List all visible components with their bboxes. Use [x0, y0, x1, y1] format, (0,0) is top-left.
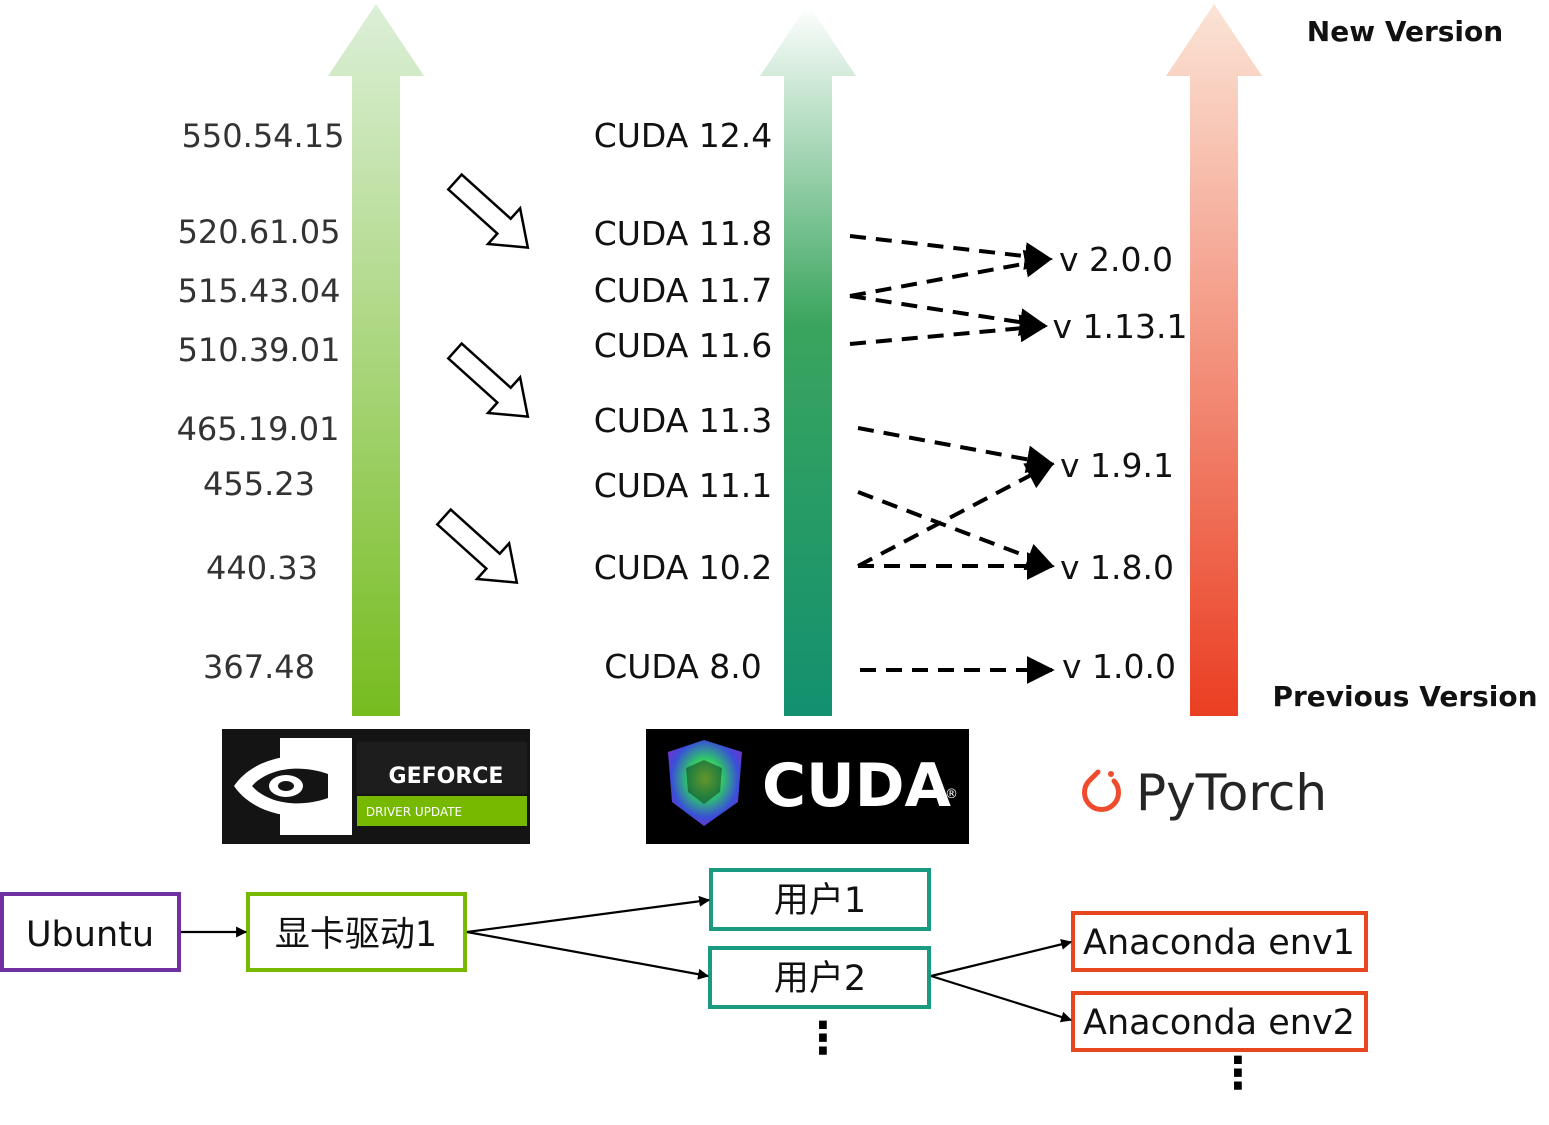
pytorch-version-list: v 2.0.0 v 1.13.1 v 1.9.1 v 1.8.0 v 1.0.0 [1053, 240, 1188, 686]
user-box [709, 868, 931, 931]
driver-version-label: 510.39.01 [178, 331, 341, 369]
driver-version-label: 520.61.05 [178, 213, 341, 251]
pytorch-version-arrow [1166, 4, 1262, 716]
compat-link-arrow [849, 249, 1053, 298]
user-to-env-arrow [930, 938, 1073, 978]
driver-version-label: 550.54.15 [182, 117, 345, 155]
cuda-version-label: CUDA 11.6 [594, 326, 773, 365]
driver-version-label: 455.23 [203, 465, 315, 503]
driver-version-list: 550.54.15 520.61.05 515.43.04 510.39.01 … [177, 117, 345, 686]
driver-version-label: 440.33 [206, 549, 318, 587]
pytorch-brand-text: PyTorch [1136, 764, 1327, 822]
driver-version-label: 367.48 [203, 648, 315, 686]
compat-link-arrow [849, 234, 1053, 271]
user-to-env-arrow [930, 974, 1073, 1023]
pytorch-version-label: v 2.0.0 [1059, 240, 1173, 279]
driver-support-arrow [446, 341, 530, 418]
compat-link-arrow [857, 462, 1055, 568]
cuda-version-list: CUDA 12.4 CUDA 11.8 CUDA 11.7 CUDA 11.6 … [594, 116, 773, 686]
new-version-label: New Version [1307, 15, 1503, 48]
cuda-version-label: CUDA 12.4 [594, 116, 773, 155]
compatibility-links [849, 234, 1055, 684]
compat-link-arrow [849, 294, 1048, 337]
cuda-version-arrow [760, 4, 856, 716]
cuda-brand-text: CUDA [762, 751, 952, 821]
driver-version-arrow [328, 4, 424, 716]
more-envs-ellipsis: ⋮ [1216, 1048, 1260, 1099]
driver-version-label: 515.43.04 [178, 272, 341, 310]
ubuntu-box [0, 892, 181, 972]
conda-env-label: Anaconda env2 [1083, 1003, 1355, 1043]
driver-to-user-arrow [466, 895, 711, 934]
cuda-version-label: CUDA 11.8 [594, 214, 773, 253]
user-label: 用户1 [774, 881, 866, 921]
more-users-ellipsis: ⋮ [801, 1013, 845, 1064]
ubuntu-label: Ubuntu [26, 915, 154, 955]
driver-support-arrow [446, 172, 530, 249]
gpu-driver-label: 显卡驱动1 [275, 915, 437, 955]
pytorch-version-label: v 1.13.1 [1053, 307, 1188, 346]
cuda-version-label: CUDA 11.1 [594, 466, 773, 505]
previous-version-label: Previous Version [1272, 680, 1537, 713]
gpu-driver-box [246, 892, 467, 972]
pytorch-version-label: v 1.9.1 [1060, 446, 1174, 485]
registered-mark: ® [945, 787, 958, 802]
conda-env-box [1071, 911, 1368, 972]
cuda-version-label: CUDA 10.2 [594, 548, 773, 587]
conda-env-box [1071, 991, 1368, 1052]
driver-update-text: DRIVER UPDATE [366, 805, 462, 819]
pytorch-flame-icon [1082, 769, 1121, 812]
compat-link-arrow [849, 314, 1048, 346]
pytorch-logo: PyTorch [1082, 764, 1327, 822]
compat-link-arrow [857, 426, 1055, 474]
geforce-driver-logo: GEFORCE DRIVER UPDATE [222, 729, 530, 844]
driver-support-arrow [435, 507, 519, 584]
user-label: 用户2 [774, 959, 866, 999]
compat-link-arrow [857, 490, 1055, 571]
driver-version-label: 465.19.01 [177, 410, 340, 448]
cuda-version-label: CUDA 11.3 [594, 401, 773, 440]
pytorch-version-label: v 1.0.0 [1062, 647, 1176, 686]
user-box [708, 946, 931, 1009]
cuda-logo: CUDA ® [646, 729, 969, 844]
cuda-cube-icon [668, 740, 742, 826]
driver-to-user-arrow [466, 930, 710, 980]
nvidia-eye-icon [234, 755, 352, 817]
conda-env-label: Anaconda env1 [1083, 923, 1355, 963]
geforce-brand-text: GEFORCE [389, 764, 504, 789]
pytorch-version-label: v 1.8.0 [1060, 548, 1174, 587]
cuda-version-label: CUDA 11.7 [594, 271, 773, 310]
cuda-version-label: CUDA 8.0 [604, 647, 762, 686]
